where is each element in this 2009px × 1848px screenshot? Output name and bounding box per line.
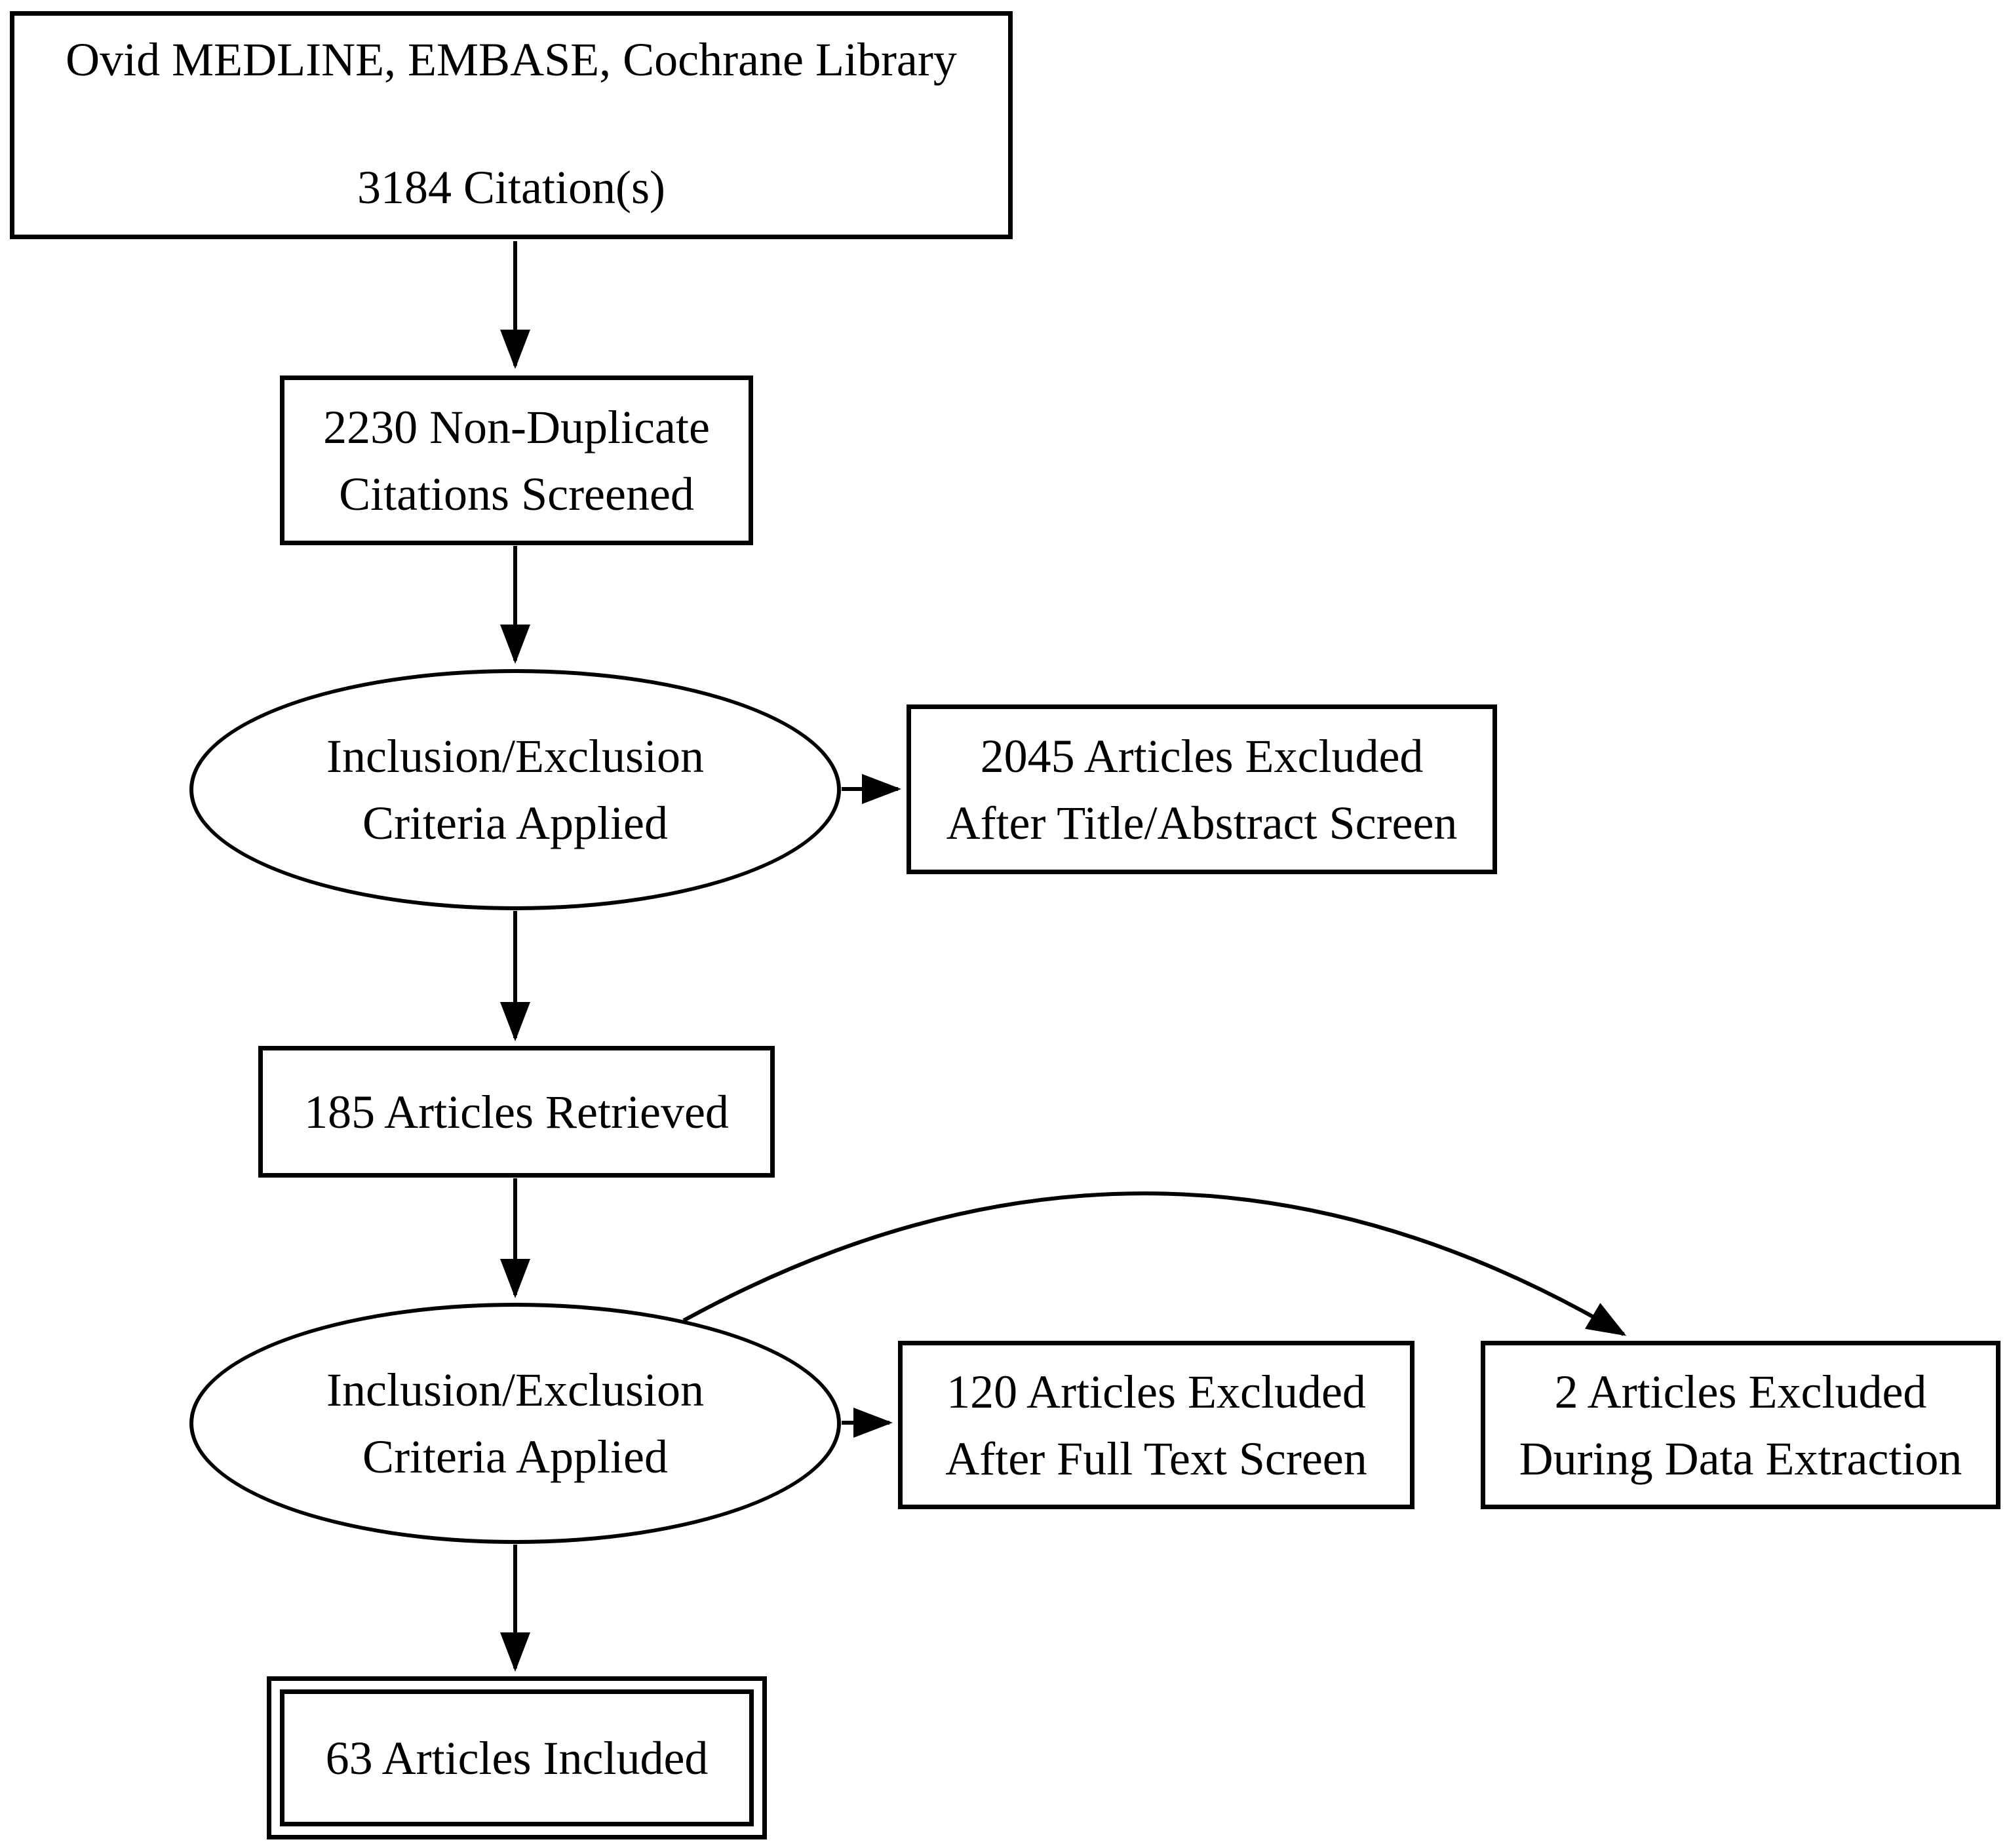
node-included-inner-border: 63 Articles Included xyxy=(280,1689,754,1826)
node-excluded-data-extraction-line2: During Data Extraction xyxy=(1519,1432,1962,1485)
node-criteria2: Inclusion/Exclusion Criteria Applied xyxy=(189,1303,841,1544)
node-excluded-data-extraction: 2 Articles Excluded During Data Extracti… xyxy=(1481,1341,2000,1509)
node-sources: Ovid MEDLINE, EMBASE, Cochrane Library 3… xyxy=(10,11,1013,239)
node-criteria2-line2: Criteria Applied xyxy=(362,1431,668,1483)
node-excluded-data-extraction-line1: 2 Articles Excluded xyxy=(1554,1365,1927,1418)
node-criteria1: Inclusion/Exclusion Criteria Applied xyxy=(189,669,841,910)
node-criteria1-line2: Criteria Applied xyxy=(362,797,668,849)
node-retrieved: 185 Articles Retrieved xyxy=(258,1046,775,1178)
edge-criteria2-to-excluded-data-extraction xyxy=(682,1191,1627,1336)
node-sources-line1: Ovid MEDLINE, EMBASE, Cochrane Library xyxy=(66,33,957,86)
node-screened: 2230 Non-Duplicate Citations Screened xyxy=(280,375,753,545)
node-excluded-full-text-line1: 120 Articles Excluded xyxy=(946,1365,1366,1418)
node-excluded-full-text: 120 Articles Excluded After Full Text Sc… xyxy=(898,1341,1414,1509)
node-screened-line1: 2230 Non-Duplicate xyxy=(323,400,710,453)
node-excluded-title-abstract-line1: 2045 Articles Excluded xyxy=(980,729,1424,782)
node-screened-line2: Citations Screened xyxy=(339,467,694,520)
node-sources-line2: 3184 Citation(s) xyxy=(357,161,665,214)
node-criteria1-line1: Inclusion/Exclusion xyxy=(326,730,704,782)
node-excluded-title-abstract: 2045 Articles Excluded After Title/Abstr… xyxy=(907,704,1497,874)
node-excluded-full-text-line2: After Full Text Screen xyxy=(945,1432,1367,1485)
node-included-line1: 63 Articles Included xyxy=(325,1731,709,1784)
node-included: 63 Articles Included xyxy=(267,1676,767,1839)
node-criteria2-line1: Inclusion/Exclusion xyxy=(326,1364,704,1416)
node-retrieved-line1: 185 Articles Retrieved xyxy=(304,1085,729,1138)
node-excluded-title-abstract-line2: After Title/Abstract Screen xyxy=(946,796,1458,849)
